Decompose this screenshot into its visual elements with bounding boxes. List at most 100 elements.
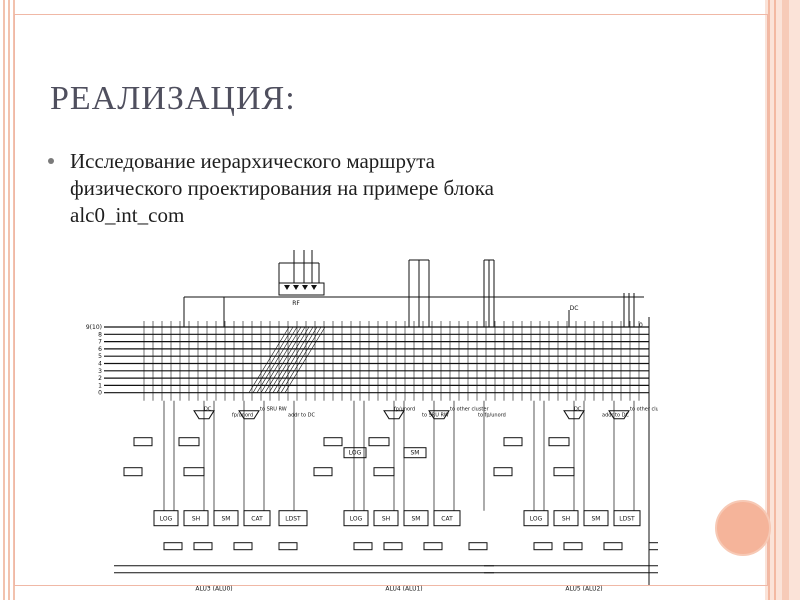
bus-diagonal — [280, 326, 322, 393]
alu-block-label: LOG — [350, 516, 363, 523]
bus-label: 7 — [98, 339, 102, 346]
alu-block — [403, 510, 429, 527]
alu-block-label: SH — [382, 516, 390, 523]
register-r1 — [313, 467, 333, 477]
register-e0 — [423, 542, 443, 551]
slide-title: РЕАЛИЗАЦИЯ: — [50, 80, 296, 117]
register-r1 — [553, 467, 575, 477]
right-stripe — [768, 0, 770, 600]
bus-diagonal — [276, 326, 318, 393]
register-r2 — [178, 437, 200, 447]
rf-arrow — [302, 285, 308, 290]
alu-block — [153, 510, 179, 527]
alu-block-label: CAT — [251, 516, 263, 523]
cluster-annotation: to other cluster — [450, 407, 489, 413]
cluster-annotation: to fp/unord — [478, 413, 506, 419]
bus-label: 8 — [98, 331, 102, 338]
alu-block-label: SM — [411, 450, 420, 457]
register-r2 — [323, 437, 343, 447]
right-stripe — [774, 0, 776, 600]
register-e0 — [233, 542, 253, 551]
alu-block-label: SM — [412, 516, 421, 523]
rf-arrow — [293, 285, 299, 290]
alu-block-label: CAT — [441, 516, 453, 523]
register-e0 — [383, 542, 403, 551]
bus-label: 0 — [98, 390, 102, 397]
register-e0 — [563, 542, 583, 551]
bullet-line: физического проектирования на примере бл… — [70, 176, 494, 200]
bus-label: 5 — [98, 353, 102, 360]
dc-label: DC — [570, 305, 579, 312]
alu-block — [583, 510, 609, 527]
bus-label: 2 — [98, 375, 102, 382]
alu-block-label: SH — [192, 516, 200, 523]
left-stripe — [8, 0, 10, 600]
left-stripe — [3, 0, 5, 600]
alu-block — [343, 447, 367, 459]
cluster-annotation: to other cluster — [630, 407, 658, 413]
alu-block-label: LOG — [530, 516, 543, 523]
bus-label: 1 — [98, 382, 102, 389]
cluster-annotation: DC — [204, 407, 212, 413]
register-e0 — [468, 542, 488, 551]
register-e0 — [353, 542, 373, 551]
alu-block — [243, 510, 271, 527]
alu-block-label: SH — [562, 516, 570, 523]
register-e0 — [193, 542, 213, 551]
bullet-dot — [48, 158, 54, 164]
bus-diagonal — [256, 326, 298, 393]
alu-block — [183, 510, 209, 527]
alu-block — [213, 510, 239, 527]
slide-frame — [14, 14, 768, 586]
alu-block-label: LDST — [285, 516, 301, 523]
register-e0 — [603, 542, 623, 551]
circle-decoration — [715, 500, 771, 556]
bullet-line: alc0_int_com — [70, 203, 185, 227]
cluster-annotation: addr to DC — [602, 413, 630, 419]
alu-block — [278, 510, 308, 527]
cluster-name: ALU4 (ALU1) — [385, 586, 422, 593]
alu-block-label: LDST — [619, 516, 635, 523]
register-e0 — [278, 542, 298, 551]
register-e0 — [533, 542, 553, 551]
alu-block-label: LOG — [160, 516, 173, 523]
alu-block — [343, 510, 369, 527]
rf-label: RF — [292, 300, 300, 307]
register-r1 — [493, 467, 513, 477]
bus-diagonal — [264, 326, 306, 393]
bus-diagonal — [268, 326, 310, 393]
rf-arrow — [284, 285, 290, 290]
bus-diagonal — [272, 326, 314, 393]
alu-block — [433, 510, 461, 527]
bus-label: 9(10) — [86, 324, 102, 331]
register-e0 — [648, 542, 668, 551]
rf-arrow — [311, 285, 317, 290]
cluster-annotation: to SRU RW — [422, 413, 449, 419]
alu-block-label: SM — [592, 516, 601, 523]
bus-diagonal — [284, 326, 326, 393]
cluster-annotation: addr to DC — [288, 413, 316, 419]
bus-diagonal — [248, 326, 290, 393]
bullet-line: Исследование иерархического маршрута — [70, 149, 435, 173]
rf-switch — [278, 282, 325, 296]
cluster-annotation: DC — [574, 407, 582, 413]
register-r2 — [548, 437, 570, 447]
register-r2 — [133, 437, 153, 447]
register-e0 — [163, 542, 183, 551]
bullet-text: Исследование иерархического маршрута физ… — [70, 148, 650, 229]
bus-label: 3 — [98, 368, 102, 375]
alu-block — [523, 510, 549, 527]
cluster-name: ALU3 (ALU0) — [195, 586, 232, 593]
right-decoration — [765, 0, 800, 600]
right-stripe — [782, 0, 789, 600]
alu-block — [373, 510, 399, 527]
cluster-annotation: to SRU RW — [260, 407, 287, 413]
register-r2 — [503, 437, 523, 447]
alu-block-label: LOG — [349, 450, 362, 457]
zero-label: 0 — [639, 322, 643, 329]
register-r2 — [368, 437, 390, 447]
register-r1 — [123, 467, 143, 477]
register-r1 — [373, 467, 395, 477]
